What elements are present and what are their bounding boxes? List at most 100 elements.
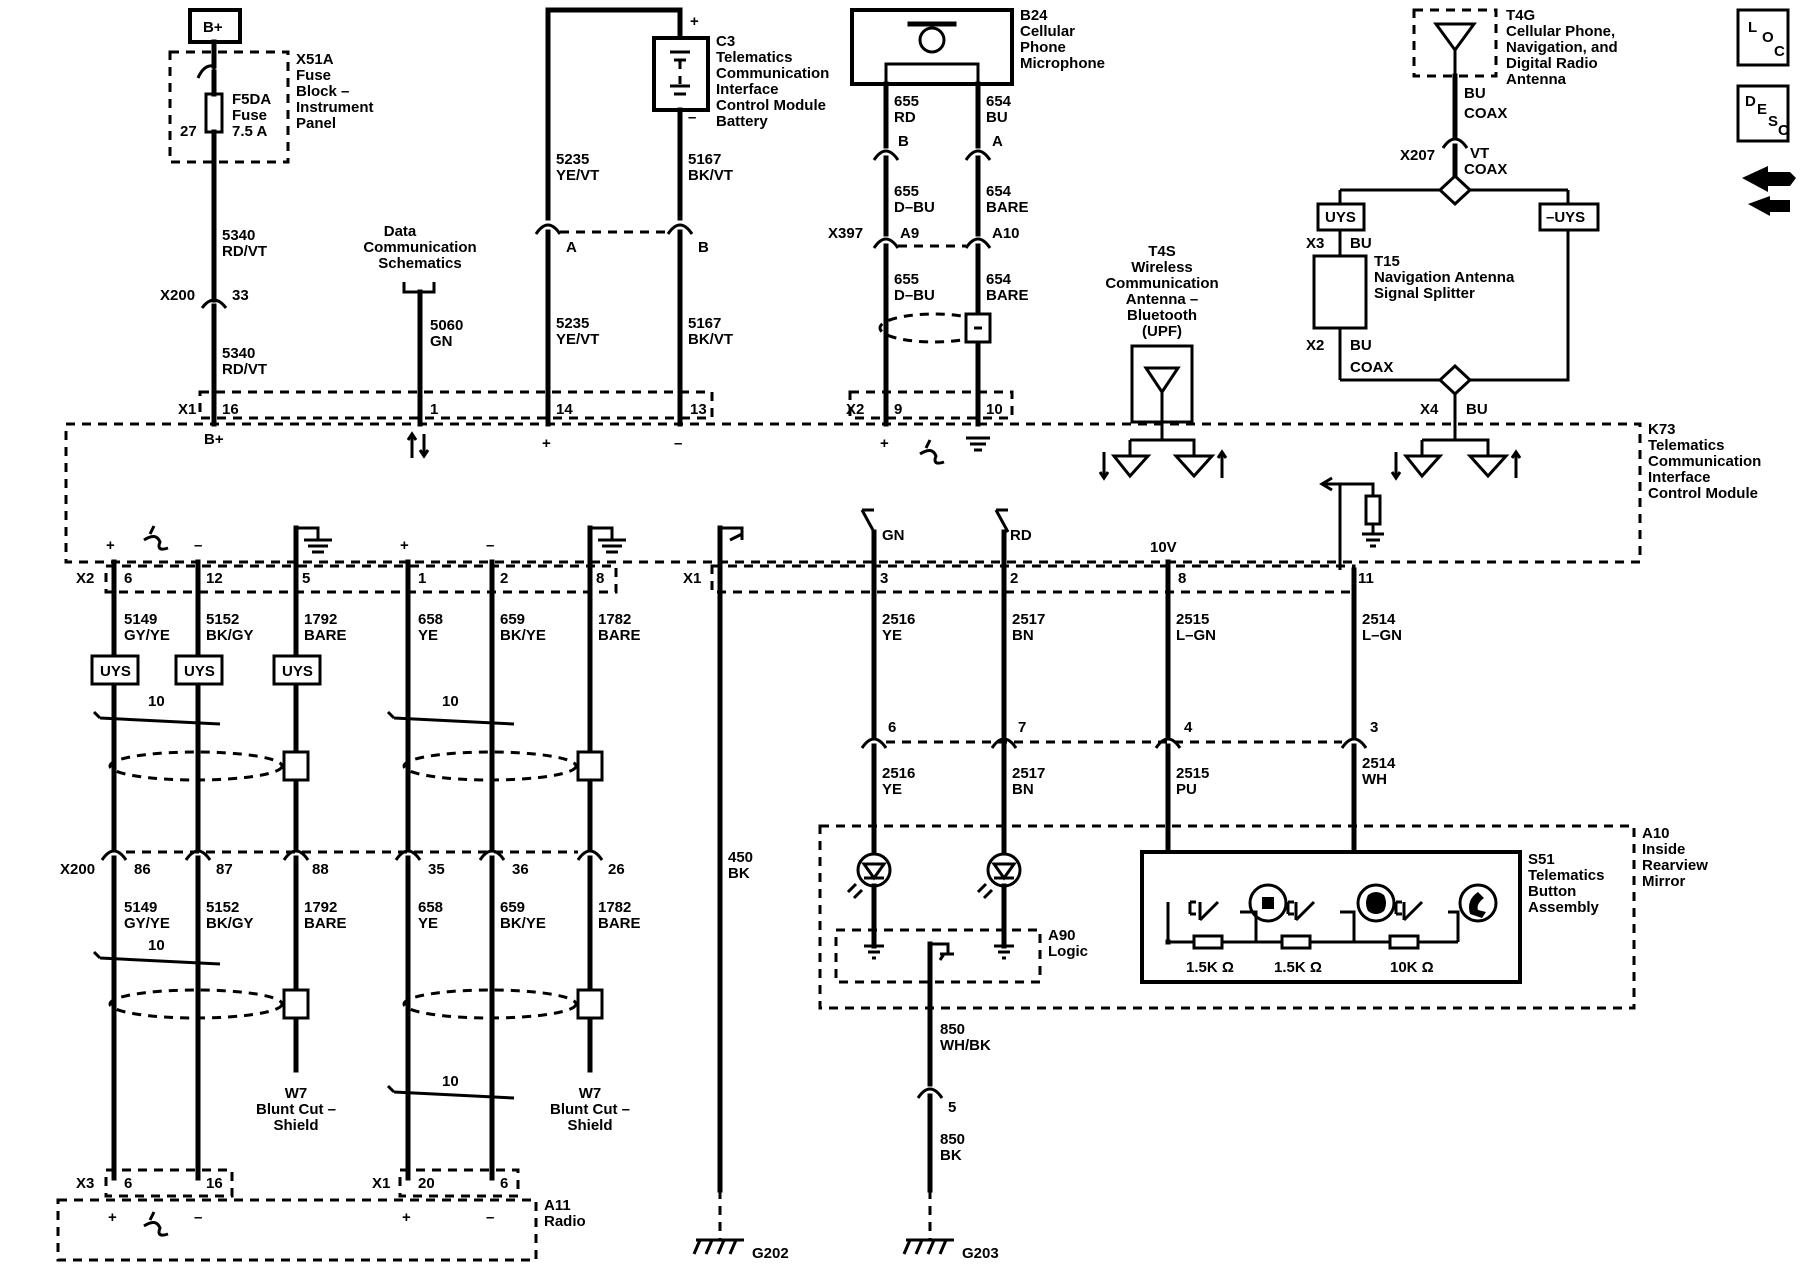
coax-junction-bottom: [1437, 363, 1473, 397]
svg-text:B+: B+: [203, 19, 223, 36]
svg-text:4: 4: [1184, 719, 1193, 736]
svg-text:12: 12: [206, 570, 223, 587]
x1-top-label: X1: [178, 401, 196, 418]
svg-text:10: 10: [442, 693, 459, 710]
svg-text:WH: WH: [1362, 771, 1387, 788]
x4-label: X4: [1420, 401, 1439, 418]
svg-text:Button: Button: [1528, 883, 1576, 900]
x51a-fuse-block-outline: [168, 50, 290, 164]
svg-text:RD/VT: RD/VT: [222, 361, 267, 378]
uys-box-5149: [90, 654, 140, 686]
svg-text:654: 654: [986, 183, 1012, 200]
svg-text:2514: 2514: [1362, 755, 1396, 772]
svg-text:658: 658: [418, 611, 443, 628]
t15-splitter-box: [1312, 254, 1368, 330]
ground-g202-icon: [692, 1238, 744, 1255]
svg-text:5235: 5235: [556, 315, 589, 332]
svg-text:Communication: Communication: [1648, 453, 1761, 470]
svg-text:Mirror: Mirror: [1642, 873, 1686, 890]
10v-label: 10V: [1150, 539, 1177, 556]
k73-bplus-pin-label: B+: [204, 431, 224, 448]
desc-letter-d: D: [1745, 93, 1756, 110]
svg-text:A: A: [566, 239, 577, 256]
svg-text:Navigation, and: Navigation, and: [1506, 39, 1618, 56]
loc-icon[interactable]: L O C: [1736, 8, 1790, 67]
svg-text:RD/VT: RD/VT: [222, 243, 267, 260]
svg-text:Cellular Phone,: Cellular Phone,: [1506, 23, 1615, 40]
svg-text:Bluetooth: Bluetooth: [1127, 307, 1197, 324]
svg-text:BN: BN: [1012, 627, 1034, 644]
svg-text:1782: 1782: [598, 899, 631, 916]
svg-text:VT: VT: [1470, 145, 1489, 162]
svg-text:YE: YE: [882, 627, 902, 644]
svg-text:1: 1: [418, 570, 426, 587]
svg-text:Signal Splitter: Signal Splitter: [1374, 285, 1475, 302]
uys-box-1792: [272, 654, 322, 686]
svg-text:6: 6: [500, 1175, 508, 1192]
x3-label: X3: [76, 1175, 94, 1192]
svg-text:6: 6: [888, 719, 896, 736]
svg-text:850: 850: [940, 1131, 965, 1148]
svg-text:BU: BU: [986, 109, 1008, 126]
x397-label: X397: [828, 225, 863, 242]
svg-text:13: 13: [690, 401, 707, 418]
desc-letter-s: S: [1768, 113, 1778, 130]
svg-text:655: 655: [894, 271, 919, 288]
svg-text:7.5 A: 7.5 A: [232, 123, 267, 140]
c3-battery-box: [652, 36, 710, 112]
a10-label: A10: [1642, 825, 1670, 842]
svg-text:Wireless: Wireless: [1131, 259, 1193, 276]
svg-text:RD: RD: [1010, 527, 1032, 544]
desc-icon[interactable]: D E S C: [1736, 84, 1790, 143]
svg-text:GN: GN: [882, 527, 905, 544]
svg-text:X2: X2: [1306, 337, 1324, 354]
audio-signal-icon-k73: [143, 525, 169, 551]
svg-text:Microphone: Microphone: [1020, 55, 1105, 72]
svg-text:88: 88: [312, 861, 329, 878]
switch-rd: [994, 508, 1010, 533]
svg-text:Panel: Panel: [296, 115, 336, 132]
twist-marker-1: [92, 710, 221, 726]
wire-5167-label: 5167: [688, 151, 721, 168]
svg-text:+: +: [400, 537, 409, 554]
w7-label-1: W7: [285, 1085, 308, 1102]
svg-text:659: 659: [500, 611, 525, 628]
svg-text:11: 11: [1358, 570, 1374, 587]
svg-text:+: +: [542, 435, 551, 452]
svg-text:655: 655: [894, 183, 919, 200]
k73-module: K73 Telematics Communication Interface C…: [64, 421, 1761, 564]
x1-bottom-label: X1: [683, 570, 701, 587]
bplus-terminal: B+: [188, 8, 242, 44]
svg-text:L–GN: L–GN: [1362, 627, 1402, 644]
svg-text:2: 2: [1010, 570, 1018, 587]
t4s-antenna-icon: [1143, 366, 1181, 422]
resistor-3-label: 10K Ω: [1390, 959, 1434, 976]
svg-text:Blunt Cut –: Blunt Cut –: [550, 1101, 630, 1118]
svg-text:GY/YE: GY/YE: [124, 627, 170, 644]
svg-text:Telematics: Telematics: [1528, 867, 1604, 884]
svg-text:Assembly: Assembly: [1528, 899, 1600, 916]
emergency-button-icon: [1248, 883, 1288, 923]
wire-654-bu-label: 654: [986, 93, 1012, 110]
data-comm-label: Data: [384, 223, 417, 240]
svg-text:659: 659: [500, 899, 525, 916]
svg-text:WH/BK: WH/BK: [940, 1037, 991, 1054]
svg-text:Control Module: Control Module: [1648, 485, 1758, 502]
svg-text:8: 8: [596, 570, 604, 587]
svg-text:BU: BU: [1466, 401, 1488, 418]
svg-text:+: +: [690, 13, 699, 30]
connector-end-view-icon[interactable]: [1742, 166, 1796, 216]
svg-text:BK/GY: BK/GY: [206, 627, 254, 644]
svg-text:–: –: [688, 109, 696, 126]
svg-text:Inside: Inside: [1642, 841, 1685, 858]
svg-text:BU: BU: [1350, 337, 1372, 354]
svg-text:87: 87: [216, 861, 233, 878]
svg-text:16: 16: [222, 401, 239, 418]
svg-text:Radio: Radio: [544, 1213, 586, 1230]
svg-text:2517: 2517: [1012, 765, 1045, 782]
svg-text:33: 33: [232, 287, 249, 304]
svg-text:6: 6: [124, 1175, 132, 1192]
wire-5060-label: 5060: [430, 317, 463, 334]
svg-text:BARE: BARE: [986, 287, 1029, 304]
